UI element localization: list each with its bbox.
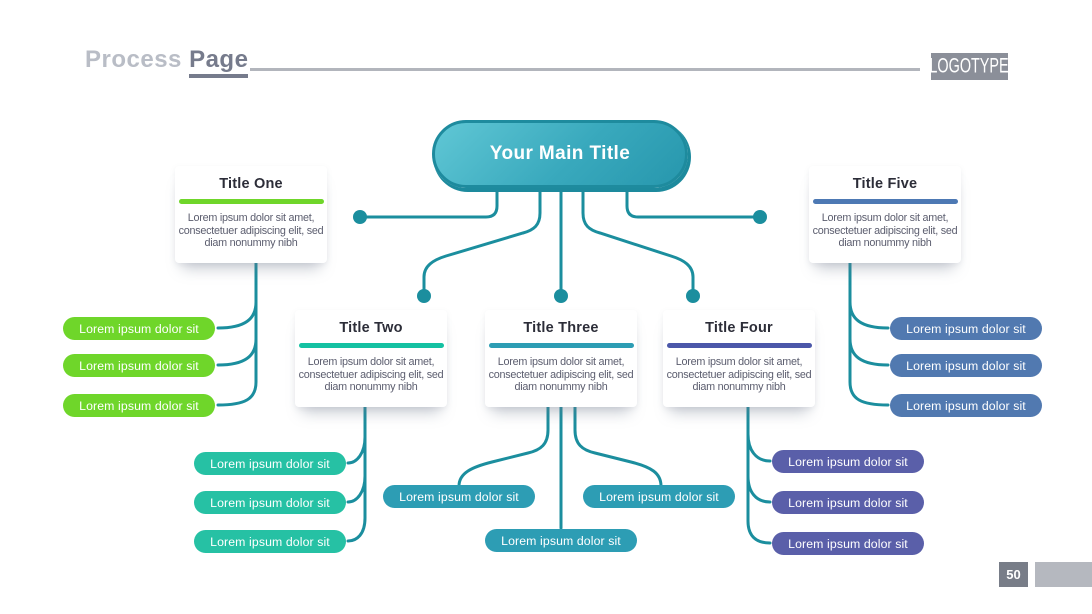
connector-bubble-to-title-two: [422, 182, 542, 292]
page-title-word-dark: Page: [189, 46, 249, 78]
card-title-two: Title Two Lorem ipsum dolor sit amet, co…: [295, 310, 447, 407]
connector-title-two-branch: [346, 404, 367, 543]
connector-title-five-branch: [848, 337, 890, 367]
card-title-one: Title One Lorem ipsum dolor sit amet, co…: [175, 166, 327, 263]
connector-title-one-branch: [216, 300, 258, 330]
footer-bar: [1035, 562, 1092, 587]
connector-dot: [554, 289, 568, 303]
connector-title-three-branch: [573, 404, 663, 488]
pill-purple: Lorem ipsum dolor sit: [772, 491, 924, 514]
connector-title-five-branch: [848, 300, 890, 330]
card-title: Title Three: [523, 320, 599, 336]
page-title-word-light: Process: [85, 46, 182, 73]
pill-mint: Lorem ipsum dolor sit: [194, 452, 346, 475]
connector-title-three-branch: [457, 404, 550, 488]
connector-title-one-branch: [216, 337, 258, 367]
card-accent-bar: [812, 199, 958, 204]
connector-dot: [417, 289, 431, 303]
card-accent-bar: [178, 199, 324, 204]
connector-title-one-branch: [216, 256, 258, 407]
card-title: Title Five: [852, 176, 918, 192]
connector-title-five-branch: [848, 256, 890, 407]
pill-teal: Lorem ipsum dolor sit: [583, 485, 735, 508]
connector-title-four-branch: [746, 404, 772, 545]
page-title: Process Page: [85, 46, 249, 78]
card-body: Lorem ipsum dolor sit amet, consectetuer…: [488, 356, 634, 394]
connector-title-four-branch: [746, 474, 772, 504]
pill-teal: Lorem ipsum dolor sit: [485, 529, 637, 552]
pill-blue: Lorem ipsum dolor sit: [890, 354, 1042, 377]
pill-green: Lorem ipsum dolor sit: [63, 394, 215, 417]
pill-blue: Lorem ipsum dolor sit: [890, 394, 1042, 417]
connector-title-two-branch: [346, 474, 367, 504]
pill-green: Lorem ipsum dolor sit: [63, 317, 215, 340]
connector-bubble-to-title-five: [625, 182, 756, 219]
pill-mint: Lorem ipsum dolor sit: [194, 491, 346, 514]
pill-purple: Lorem ipsum dolor sit: [772, 450, 924, 473]
connector-dot: [686, 289, 700, 303]
card-title: Title Four: [705, 320, 773, 336]
pill-green: Lorem ipsum dolor sit: [63, 354, 215, 377]
main-title-label: Your Main Title: [489, 143, 631, 164]
connector-dot: [753, 210, 767, 224]
card-body: Lorem ipsum dolor sit amet, consectetuer…: [298, 356, 444, 394]
card-body: Lorem ipsum dolor sit amet, consectetuer…: [178, 212, 324, 250]
connector-bubble-to-title-one: [364, 182, 499, 219]
pill-purple: Lorem ipsum dolor sit: [772, 532, 924, 555]
card-accent-bar: [666, 343, 812, 348]
card-title: Title Two: [339, 320, 403, 336]
pill-mint: Lorem ipsum dolor sit: [194, 530, 346, 553]
connector-title-four-branch: [746, 432, 772, 463]
main-title-bubble: Your Main Title: [432, 120, 688, 188]
pill-blue: Lorem ipsum dolor sit: [890, 317, 1042, 340]
logotype-label: LOGOTYPE: [929, 54, 1010, 78]
logotype-badge: LOGOTYPE: [929, 53, 1010, 80]
page-number: 50: [1006, 567, 1021, 582]
connector-dot: [353, 210, 367, 224]
card-title: Title One: [219, 176, 283, 192]
card-title-five: Title Five Lorem ipsum dolor sit amet, c…: [809, 166, 961, 263]
card-accent-bar: [488, 343, 634, 348]
pill-teal: Lorem ipsum dolor sit: [383, 485, 535, 508]
card-accent-bar: [298, 343, 444, 348]
card-title-four: Title Four Lorem ipsum dolor sit amet, c…: [663, 310, 815, 407]
card-title-three: Title Three Lorem ipsum dolor sit amet, …: [485, 310, 637, 407]
card-body: Lorem ipsum dolor sit amet, consectetuer…: [812, 212, 958, 250]
page-number-badge: 50: [999, 562, 1028, 587]
card-body: Lorem ipsum dolor sit amet, consectetuer…: [666, 356, 812, 394]
connector-title-two-branch: [346, 435, 367, 465]
header-divider: [250, 68, 920, 71]
connector-bubble-to-title-four: [581, 182, 695, 292]
